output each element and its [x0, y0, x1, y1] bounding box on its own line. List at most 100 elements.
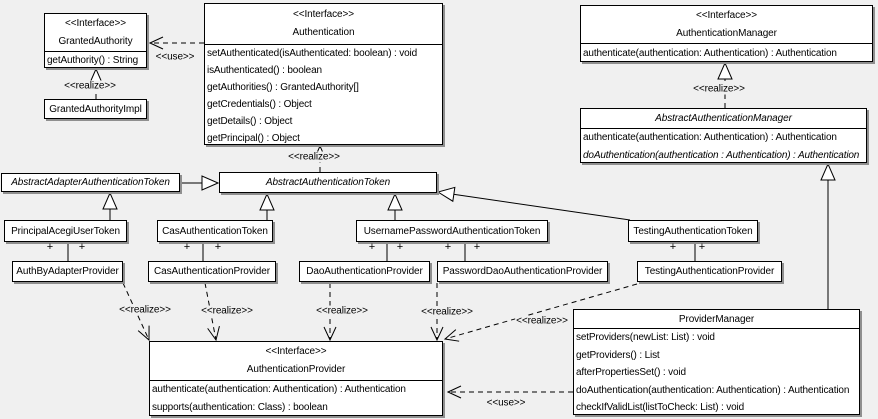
class-title-compartment: DaoAuthenticationProvider [300, 262, 429, 281]
class-title-compartment: TestingAuthenticationToken [629, 221, 757, 241]
class-title-compartment: PrincipalAcegiUserToken [5, 221, 126, 241]
class-name: GrantedAuthorityImpl [49, 103, 142, 115]
class-title-compartment: UsernamePasswordAuthenticationToken [357, 221, 547, 241]
class-testing-authentication-provider[interactable]: TestingAuthenticationProvider [637, 261, 782, 282]
class-title-compartment: GrantedAuthorityImpl [45, 100, 146, 118]
class-authentication-manager[interactable]: <<Interface>> AuthenticationManager authen… [580, 5, 873, 62]
class-stereotype: <<Interface>> [65, 17, 126, 29]
class-name: PasswordDaoAuthenticationProvider [442, 266, 603, 277]
method-row: doAuthentication(authentication : Authen… [583, 150, 860, 161]
class-name: TestingAuthenticationToken [633, 225, 753, 237]
edge-label-realize-abstractauthenticationtoken: <<realize>> [287, 151, 341, 163]
method-row: checkIfValidList(listToCheck: List) : vo… [576, 402, 745, 414]
association-end-plus-mark: + [183, 241, 191, 253]
class-password-dao-authentication-provider[interactable]: PasswordDaoAuthenticationProvider [437, 261, 608, 282]
class-methods-compartment: authenticate(authentication: Authenticat… [581, 43, 872, 63]
class-methods-compartment: getAuthority() : String [45, 51, 146, 69]
class-stereotype: <<Interface>> [293, 9, 354, 20]
class-title-compartment: AbstractAuthenticationManager [581, 109, 866, 128]
method-row: afterPropertiesSet() : void [576, 367, 686, 379]
method-row: getCredentials() : Object [207, 99, 312, 110]
class-methods-compartment: setAuthenticated(isAuthenticated: boolea… [205, 44, 442, 147]
association-end-plus-mark: + [473, 241, 481, 253]
class-abstract-authentication-token[interactable]: AbstractAuthenticationToken [219, 172, 437, 193]
method-row: isAuthenticated() : boolean [207, 65, 322, 76]
class-title-compartment: <<Interface>> AuthenticationManager [581, 6, 872, 43]
method-row: authenticate(authentication: Authenticat… [583, 48, 837, 59]
class-title-compartment: <<Interface>> GrantedAuthority [45, 14, 146, 51]
class-username-password-authentication-token[interactable]: UsernamePasswordAuthenticationToken [356, 220, 548, 242]
class-name: AuthenticationManager [676, 27, 777, 39]
class-name: Authentication [292, 27, 355, 38]
association-end-plus-mark: + [444, 241, 452, 253]
edge-label-use-providermanager-authenticationprovider: <<use>> [485, 397, 527, 409]
association-end-plus-mark: + [78, 241, 86, 253]
class-authentication[interactable]: <<Interface>> Authentication setAuthentica… [204, 3, 443, 145]
class-methods-compartment: setProviders(newList: List) : void getPro… [574, 328, 859, 417]
class-name: GrantedAuthority [58, 35, 133, 47]
class-name: AbstractAuthenticationManager [655, 113, 792, 124]
class-dao-authentication-provider[interactable]: DaoAuthenticationProvider [299, 261, 430, 282]
edge-label-realize-passworddaoauthenticationprovider: <<realize>> [420, 306, 474, 318]
association-end-plus-mark: + [46, 241, 54, 253]
class-name: CasAuthenticationToken [162, 225, 268, 237]
class-name: UsernamePasswordAuthenticationToken [363, 225, 541, 237]
method-row: getProviders() : List [576, 349, 660, 361]
method-row: getAuthorities() : GrantedAuthority[] [207, 82, 359, 93]
class-name: AuthenticationProvider [246, 364, 346, 375]
class-title-compartment: ProviderManager [574, 310, 859, 328]
class-abstract-authentication-manager[interactable]: AbstractAuthenticationManager authenticat… [580, 108, 867, 163]
class-cas-authentication-token[interactable]: CasAuthenticationToken [157, 220, 273, 242]
association-end-plus-mark: + [396, 241, 404, 253]
method-row: getDetails() : Object [207, 116, 293, 127]
class-name: TestingAuthenticationProvider [644, 266, 775, 277]
edge-label-use-authentication-grantedauthority: <<use>> [154, 51, 196, 63]
class-title-compartment: CasAuthenticationProvider [149, 262, 275, 281]
class-granted-authority[interactable]: <<Interface>> GrantedAuthority getAuthorit… [44, 13, 147, 68]
method-row: setAuthenticated(isAuthenticated: boolea… [207, 48, 418, 59]
class-name: PrincipalAcegiUserToken [11, 225, 120, 237]
class-name: AuthByAdapterProvider [16, 266, 119, 277]
method-row: setProviders(newList: List) : void [576, 332, 715, 343]
class-abstract-adapter-authentication-token[interactable]: AbstractAdapterAuthenticationToken [1, 173, 180, 192]
class-testing-authentication-token[interactable]: TestingAuthenticationToken [628, 220, 758, 242]
edge-label-realize-abstractauthenticationmanager: <<realize>> [692, 83, 746, 95]
edge-label-realize-authbyadapterprovider: <<realize>> [118, 304, 172, 316]
class-title-compartment: AuthByAdapterProvider [13, 262, 122, 281]
class-granted-authority-impl[interactable]: GrantedAuthorityImpl [44, 99, 147, 119]
association-end-plus-mark: + [698, 241, 706, 253]
edge-label-realize-grantedauthorityimpl: <<realize>> [63, 80, 117, 92]
class-name: AbstractAdapterAuthenticationToken [11, 177, 170, 188]
edge-label-realize-testingauthenticationprovider: <<realize>> [515, 315, 569, 327]
method-row: supports(authentication: Class) : boolea… [152, 402, 328, 413]
edge-label-realize-daoauthenticationprovider: <<realize>> [315, 305, 369, 317]
class-title-compartment: <<Interface>> Authentication [205, 4, 442, 44]
class-principal-acegi-user-token[interactable]: PrincipalAcegiUserToken [4, 220, 127, 242]
class-name: AbstractAuthenticationToken [265, 177, 391, 188]
edge-gen-testingauthenticationtoken-to-abstractauthenticationtoken[interactable] [438, 192, 631, 221]
class-cas-authentication-provider[interactable]: CasAuthenticationProvider [148, 261, 276, 282]
class-methods-compartment: authenticate(authentication: Authenticat… [581, 128, 866, 165]
association-end-plus-mark: + [669, 241, 677, 253]
method-row: getAuthority() : String [47, 55, 139, 66]
class-title-compartment: CasAuthenticationToken [158, 221, 272, 241]
method-row: authenticate(authentication: Authenticat… [152, 384, 406, 395]
edge-realize-testingauthenticationprovider-to-authenticationprovider[interactable] [445, 283, 638, 339]
class-title-compartment: TestingAuthenticationProvider [638, 262, 781, 281]
class-methods-compartment: authenticate(authentication: Authenticat… [150, 380, 442, 417]
class-title-compartment: AbstractAuthenticationToken [220, 173, 436, 192]
class-auth-by-adapter-provider[interactable]: AuthByAdapterProvider [12, 261, 123, 282]
edge-label-realize-casauthenticationprovider: <<realize>> [200, 305, 254, 317]
class-title-compartment: AbstractAdapterAuthenticationToken [2, 174, 179, 191]
method-row: authenticate(authentication: Authenticat… [583, 132, 837, 143]
class-title-compartment: <<Interface>>AuthenticationProvider [150, 342, 442, 380]
method-row: getPrincipal() : Object [207, 133, 300, 144]
method-row: doAuthentication(authentication: Authent… [576, 384, 850, 396]
class-stereotype: <<Interface>> [696, 9, 757, 21]
class-name: CasAuthenticationProvider [154, 266, 270, 277]
class-authentication-provider[interactable]: <<Interface>>AuthenticationProvider authe… [149, 341, 443, 416]
class-title-compartment: PasswordDaoAuthenticationProvider [438, 262, 607, 281]
